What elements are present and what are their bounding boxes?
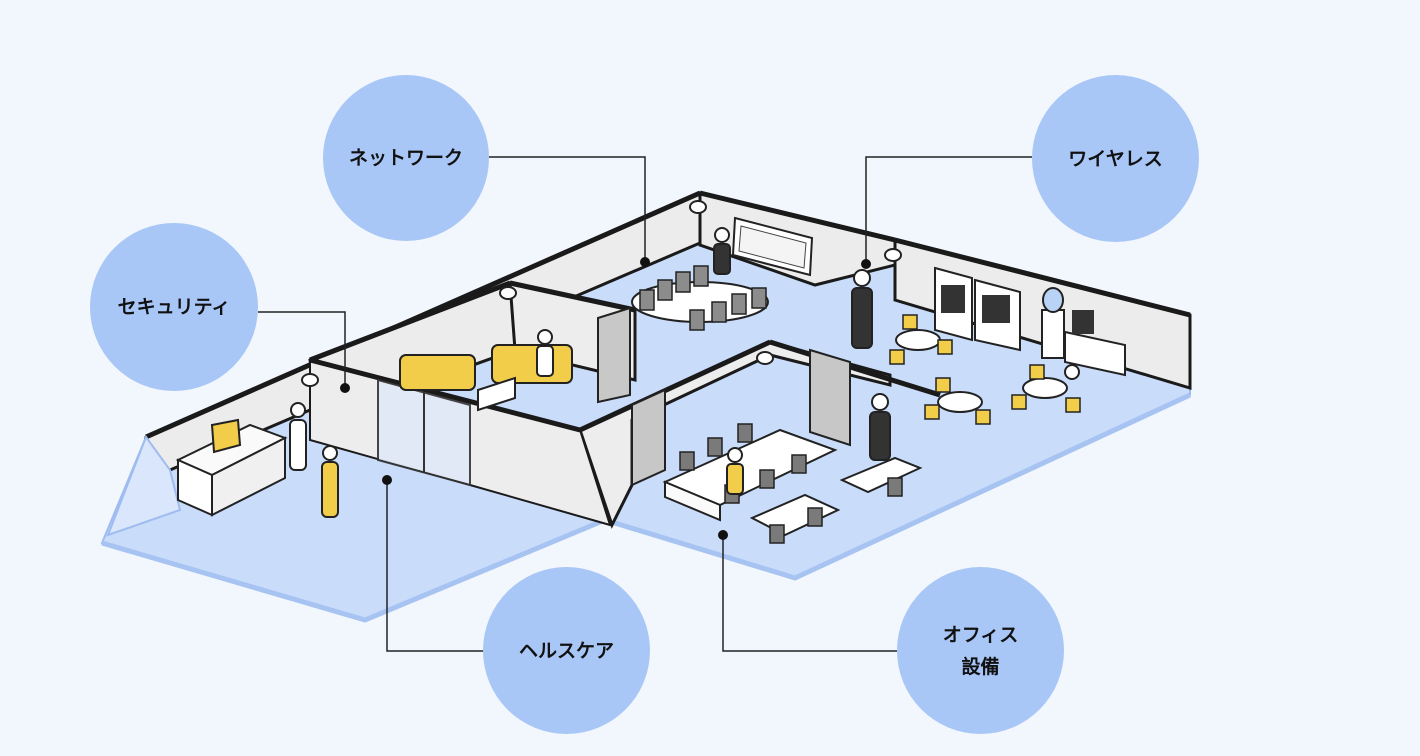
meeting-chairs <box>639 265 767 331</box>
wireless-label: ワイヤレス <box>1068 147 1163 170</box>
people <box>289 227 1080 518</box>
office-equipment-label: オフィス 設備 <box>942 623 1019 678</box>
wireless-callout-bubble[interactable]: ワイヤレス <box>1032 75 1199 242</box>
leader-lines <box>258 156 1032 652</box>
healthcare-label: ヘルスケア <box>518 639 614 662</box>
healthcare-callout-bubble[interactable]: ヘルスケア <box>483 567 650 734</box>
water-cooler-counter <box>1041 287 1126 377</box>
network-callout-bubble[interactable]: ネットワーク <box>323 75 489 241</box>
network-label: ネットワーク <box>348 147 463 169</box>
cafe-chairs <box>889 314 1081 425</box>
cafe-tables <box>895 329 1068 413</box>
security-callout-bubble[interactable]: セキュリティ <box>90 223 258 391</box>
office-equipment-callout-bubble[interactable]: オフィス 設備 <box>897 567 1064 734</box>
ceiling-sensors <box>301 200 902 387</box>
reception-desk <box>175 418 288 517</box>
leader-dots <box>340 257 871 540</box>
vending-machines <box>934 266 1021 352</box>
security-label: セキュリティ <box>117 296 231 318</box>
